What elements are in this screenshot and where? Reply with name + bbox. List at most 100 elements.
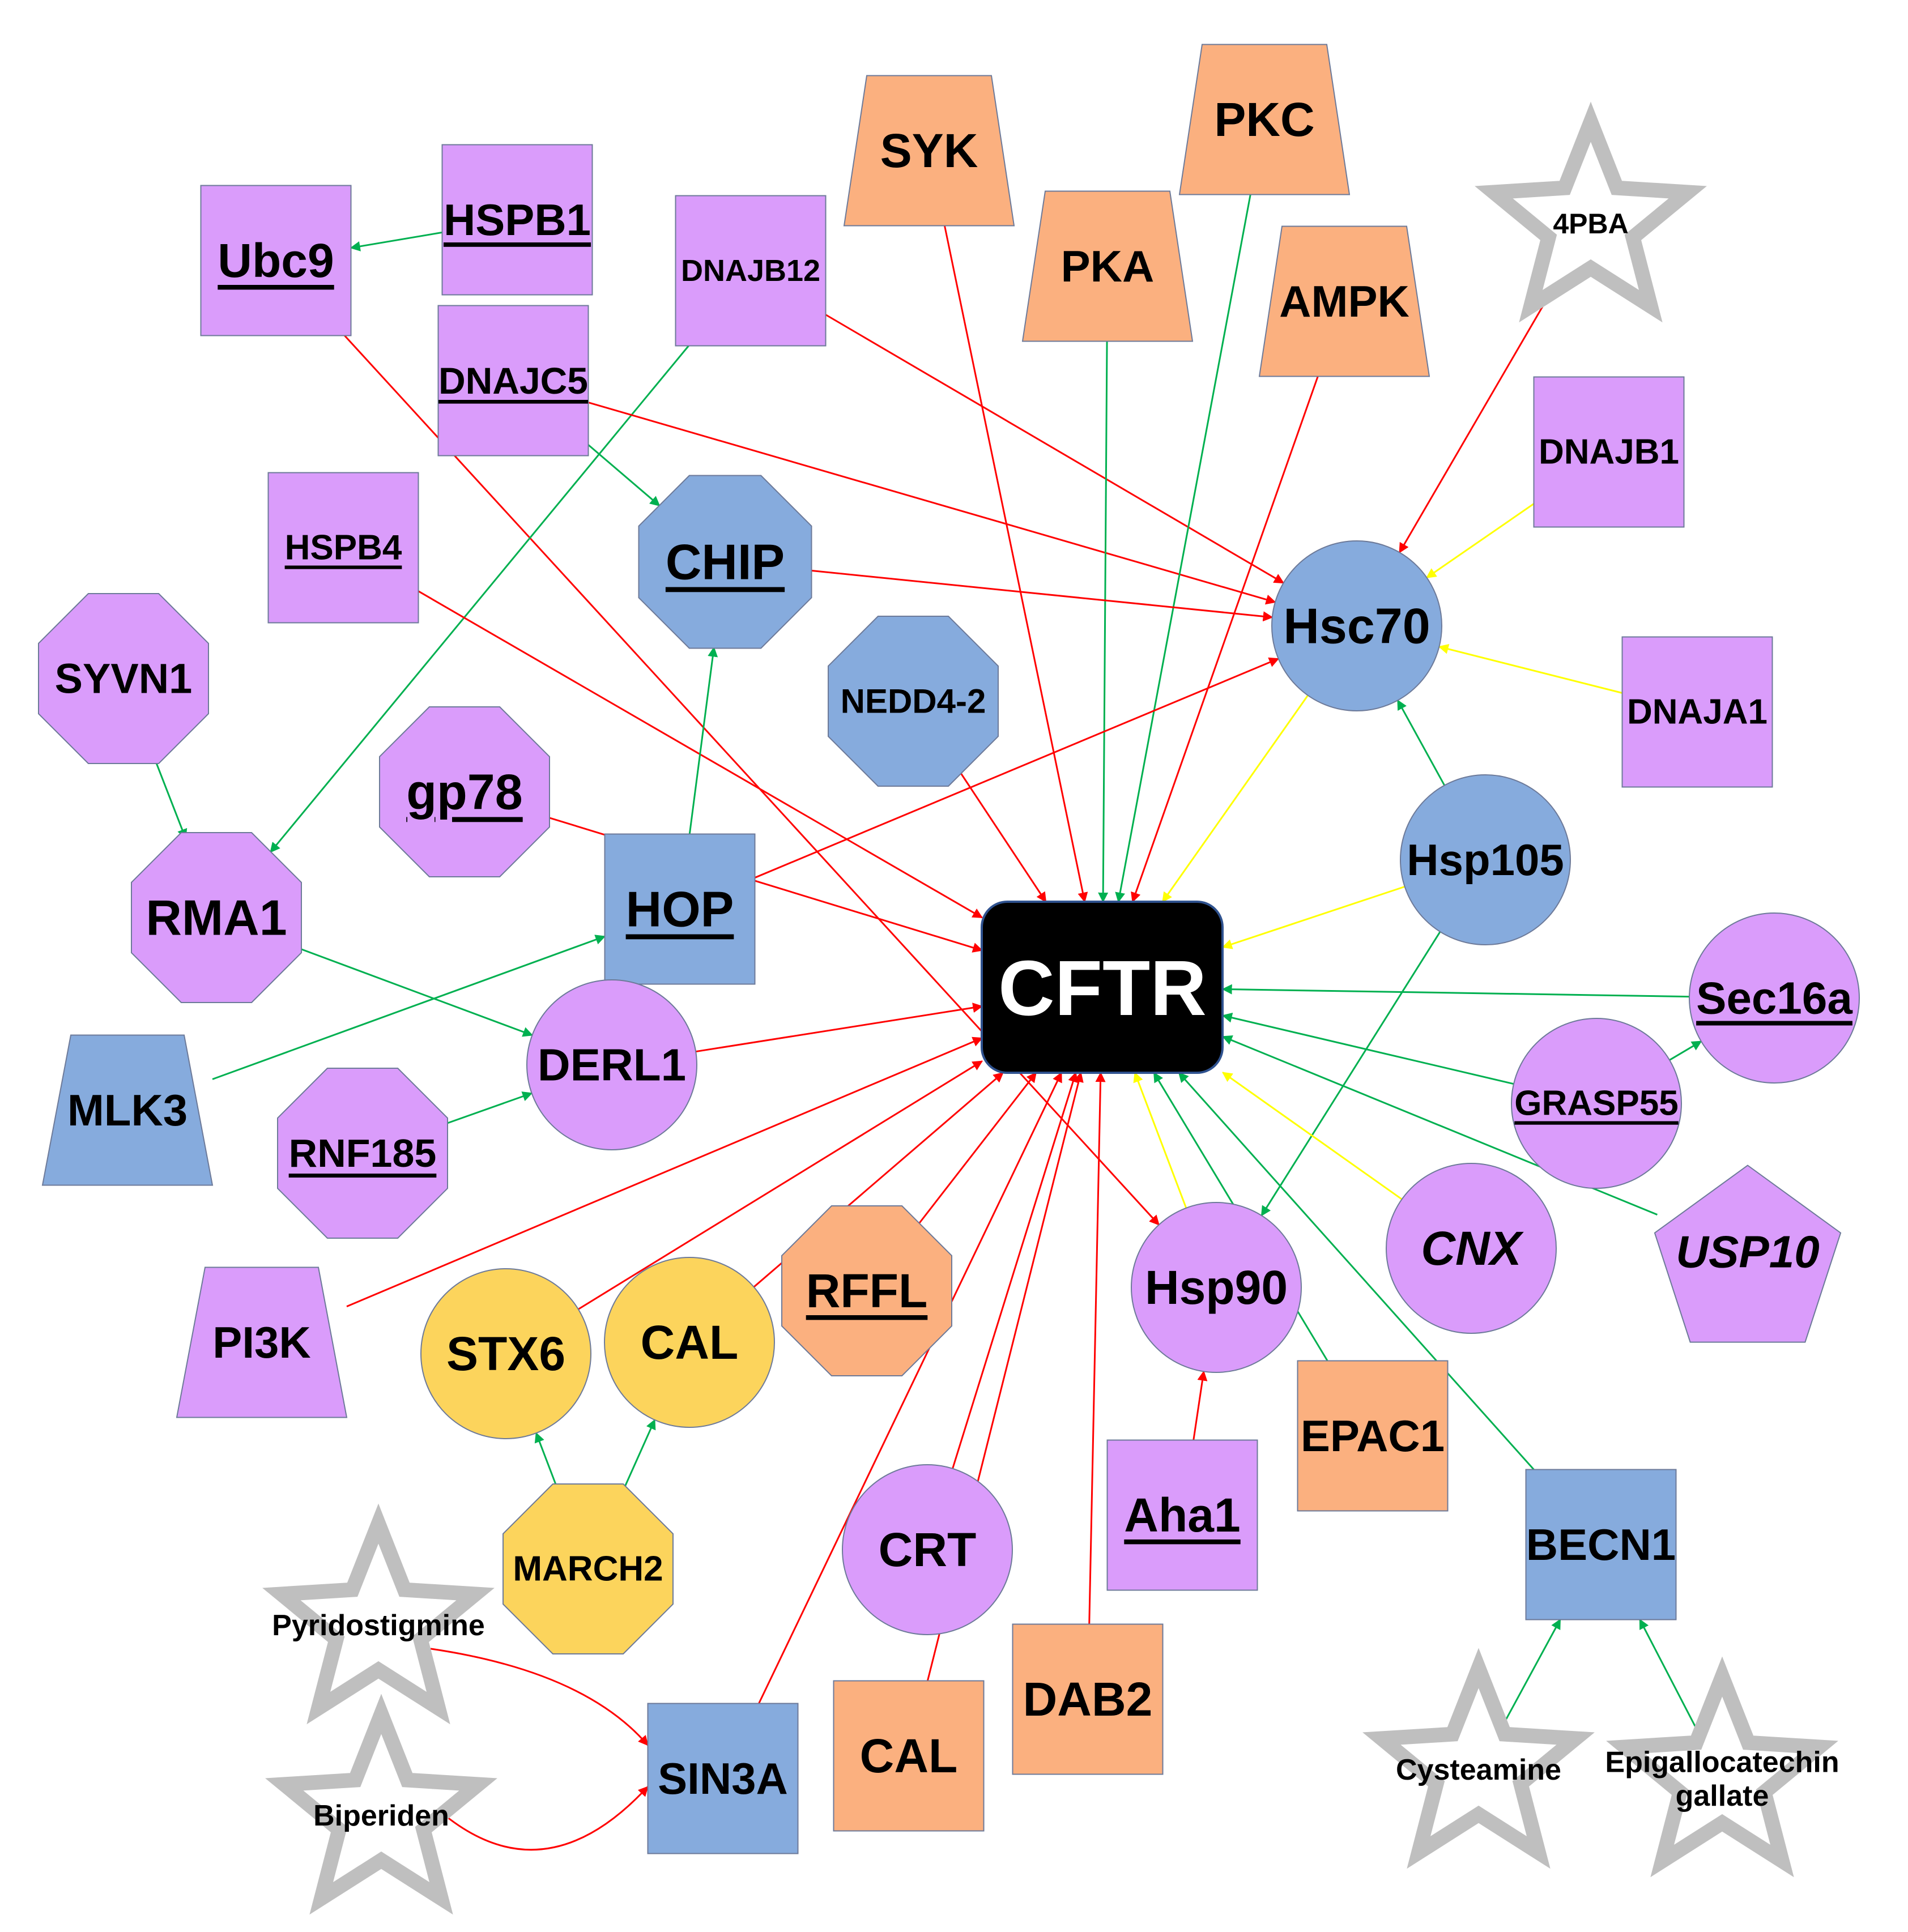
node-dnajb12: DNAJB12 — [675, 195, 827, 347]
node-shape-hsp90 — [1131, 1202, 1302, 1373]
node-shape-nedd4-2 — [828, 616, 999, 787]
node-label-4pba: 4PBA — [1553, 208, 1628, 240]
node-mlk3: MLK3 — [41, 1034, 214, 1186]
node-label-line: gallate — [1676, 1780, 1769, 1812]
node-shape-grasp55 — [1511, 1018, 1682, 1189]
node-label-crt: CRT — [879, 1523, 977, 1576]
node-label-usp10: USP10 — [1676, 1227, 1819, 1277]
edge-stx6-to-cftr — [578, 1060, 983, 1310]
node-shape-pkc — [1178, 44, 1351, 195]
node-label-hsp90: Hsp90 — [1145, 1261, 1288, 1314]
node-label-mlk3: MLK3 — [67, 1085, 188, 1135]
node-shape-becn1 — [1525, 1469, 1677, 1620]
node-ampk: AMPK — [1258, 225, 1430, 377]
node-shape-hspb4 — [267, 472, 419, 624]
node-stx6: STX6 — [420, 1268, 591, 1439]
node-dnaja1: DNAJA1 — [1621, 636, 1773, 788]
node-label-hsp105: Hsp105 — [1407, 835, 1564, 885]
edge-hop-to-chip — [688, 646, 718, 834]
node-march2: MARCH2 — [502, 1483, 674, 1654]
node-label-chip: CHIP — [666, 534, 785, 590]
node-shape-dnajc5 — [437, 305, 589, 457]
edge-sin3a-to-cftr — [758, 1072, 1062, 1704]
node-hspb1: HSPB1 — [441, 144, 593, 296]
node-label-hop: HOP — [626, 881, 734, 937]
node-4pba: 4PBA — [1475, 101, 1707, 323]
edge-grasp55-to-sec16a — [1669, 1040, 1702, 1061]
node-label-aha1: Aha1 — [1124, 1489, 1240, 1542]
node-shape-chip — [638, 475, 812, 649]
node-gp78: gp78 — [379, 706, 550, 877]
edge-rnf185-to-derl1 — [442, 1091, 533, 1126]
edges-layer — [153, 194, 1702, 1851]
node-shape-pka — [1021, 190, 1194, 342]
node-shape-dnaja1 — [1621, 636, 1773, 788]
edge-pka-to-cftr — [1098, 341, 1109, 903]
node-shape-hop — [604, 833, 756, 985]
node-pi3k: PI3K — [176, 1266, 348, 1418]
edge-chip-to-hsc70 — [811, 569, 1274, 622]
node-label-hspb4: HSPB4 — [285, 528, 402, 568]
node-label-sec16a: Sec16a — [1696, 973, 1852, 1023]
edge-pyridostigmine-to-sin3a — [430, 1648, 649, 1746]
node-label-stx6: STX6 — [446, 1327, 565, 1380]
node-shape-rffl — [781, 1205, 952, 1376]
node-label-hspb1: HSPB1 — [444, 195, 591, 245]
node-label-hsc70: Hsc70 — [1283, 598, 1430, 654]
node-label-pkc: PKC — [1214, 93, 1314, 146]
edge-grasp55-to-cftr — [1221, 1012, 1514, 1085]
edge-dnajb12-to-hsc70 — [825, 314, 1285, 584]
node-hsp105: Hsp105 — [1400, 774, 1571, 945]
edge-hsp90-to-cftr — [1133, 1072, 1187, 1209]
node-shape-march2 — [502, 1483, 674, 1654]
node-shape-egcg — [1606, 1656, 1838, 1878]
node-shape-biperiden — [265, 1694, 497, 1915]
edge-march2-to-stx6 — [534, 1432, 559, 1490]
node-biperiden: Biperiden — [265, 1694, 497, 1915]
node-hsp90: Hsp90 — [1131, 1202, 1302, 1373]
edge-becn1-to-cftr — [1178, 1072, 1535, 1470]
edge-mlk3-to-hop — [212, 935, 606, 1080]
edge-cnx-to-cftr — [1222, 1072, 1403, 1200]
node-nedd4-2: NEDD4-2 — [828, 616, 999, 787]
hub-layer: CFTR — [981, 901, 1224, 1074]
cftr-hub-box — [981, 901, 1224, 1074]
node-label-nedd4-2: NEDD4-2 — [841, 683, 986, 720]
node-label-cal_y: CAL — [641, 1316, 739, 1369]
node-rma1: RMA1 — [131, 832, 302, 1003]
node-label-line: Epigallocatechin — [1605, 1746, 1839, 1779]
node-shape-derl1 — [526, 979, 697, 1150]
edge-hsp105-to-hsp90 — [1260, 931, 1441, 1217]
node-shape-usp10 — [1654, 1165, 1842, 1343]
node-cal_y: CAL — [604, 1257, 775, 1428]
node-shape-sec16a — [1689, 912, 1860, 1084]
edge-hsc70-to-cftr — [1162, 694, 1309, 903]
node-cysteamine: Cysteamine — [1362, 1648, 1595, 1869]
node-dnajb1: DNAJB1 — [1533, 376, 1685, 528]
edge-sec16a-to-cftr — [1221, 984, 1690, 998]
node-label-cnx: CNX — [1421, 1222, 1524, 1275]
edge-hop-to-hsc70 — [754, 657, 1280, 878]
node-label-rma1: RMA1 — [146, 890, 287, 946]
node-label-epac1: EPAC1 — [1301, 1411, 1445, 1461]
edge-biperiden-to-sin3a — [437, 1786, 649, 1851]
node-shape-rnf185 — [277, 1068, 448, 1239]
node-label-biperiden: Biperiden — [313, 1799, 449, 1832]
edge-aha1-to-hsp90 — [1192, 1370, 1208, 1440]
node-label-cysteamine: Cysteamine — [1396, 1754, 1561, 1786]
node-shape-mlk3 — [41, 1034, 214, 1186]
node-shape-4pba — [1475, 101, 1707, 323]
edge-ampk-to-cftr — [1131, 376, 1319, 903]
node-shape-gp78 — [379, 706, 550, 877]
edge-rffl-to-cftr — [918, 1072, 1037, 1225]
edge-rma1-to-derl1 — [296, 946, 534, 1037]
edge-hspb1-to-ubc9 — [350, 231, 442, 251]
node-derl1: DERL1 — [526, 979, 697, 1150]
node-label-grasp55: GRASP55 — [1514, 1084, 1678, 1123]
node-label-ampk: AMPK — [1279, 276, 1409, 326]
node-cnx: CNX — [1386, 1163, 1557, 1334]
edge-egcg-to-becn1 — [1639, 1618, 1697, 1729]
node-shape-pyridostigmine — [262, 1503, 495, 1725]
